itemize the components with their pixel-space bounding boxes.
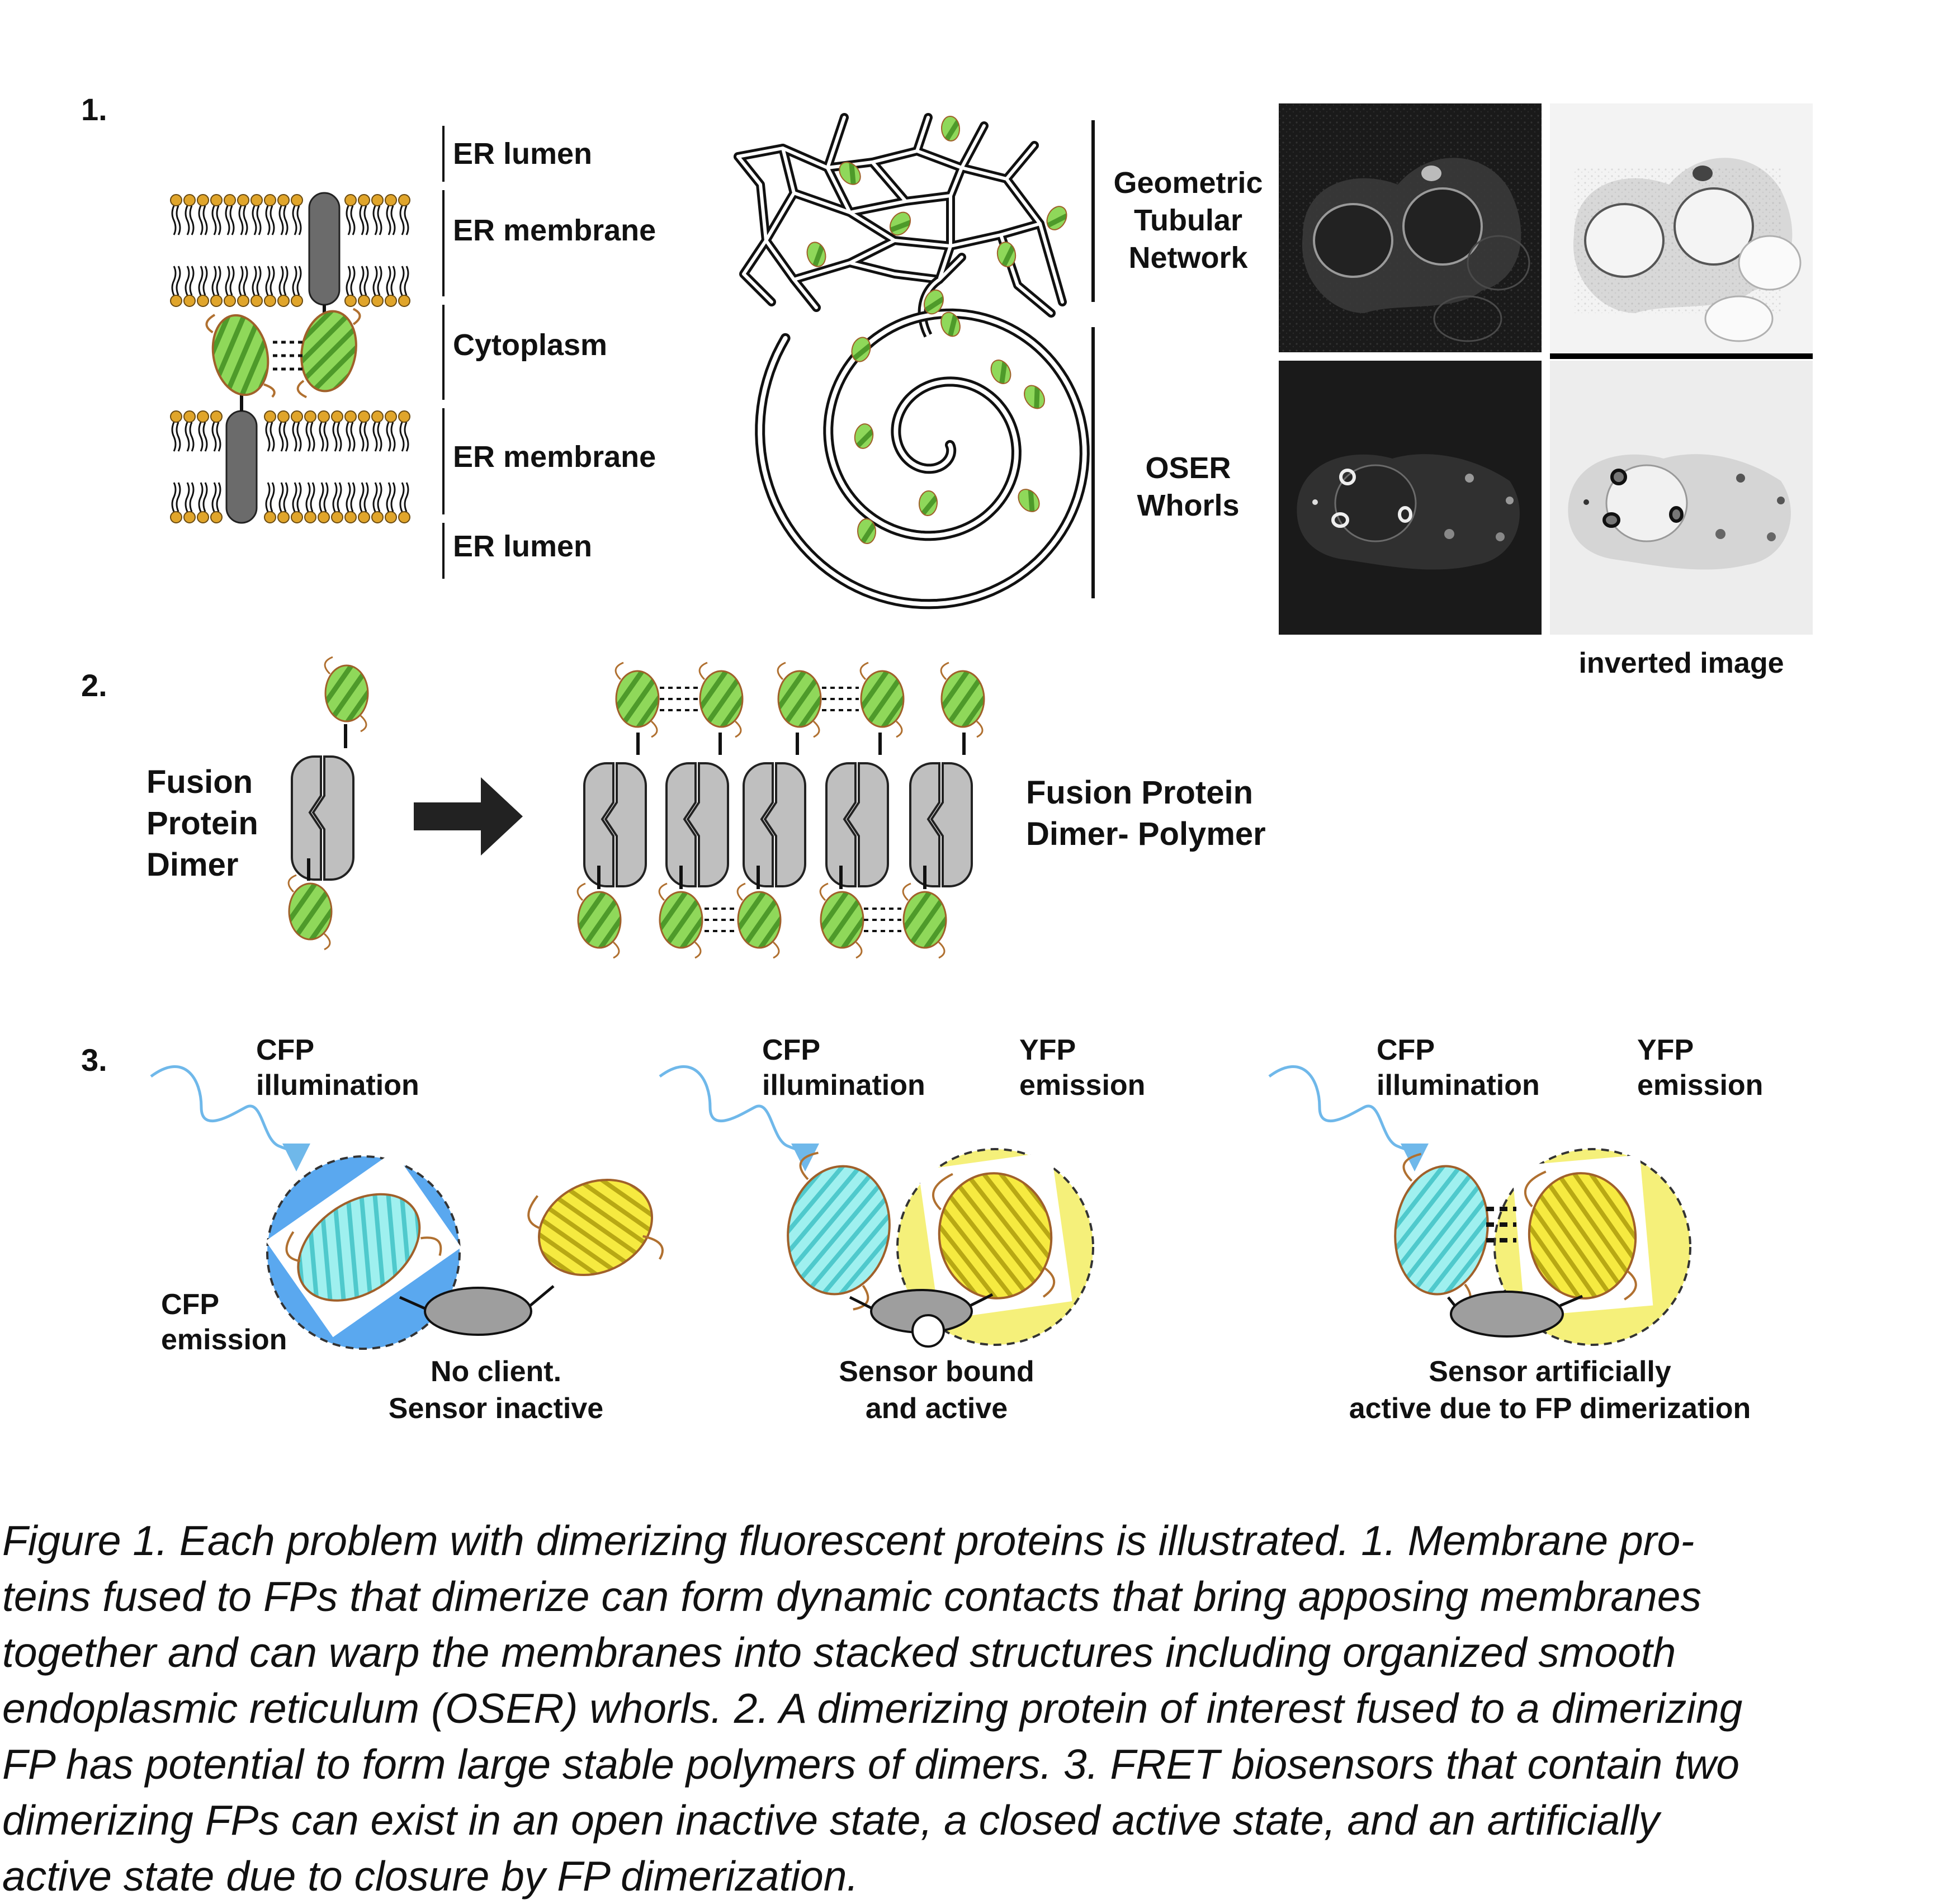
state1-caption-line-1: No client. — [431, 1355, 561, 1388]
state1-yfp-protein — [527, 1178, 664, 1277]
polymer-label-line-1: Fusion Protein — [1026, 774, 1253, 811]
state1-illumination-line-2: illumination — [256, 1069, 419, 1102]
state3-caption-line-2: active due to FP dimerization — [1349, 1392, 1751, 1425]
caption-line: teins fused to FPs that dimerize can for… — [2, 1573, 1701, 1620]
caption-line: active state due to closure by FP dimeri… — [2, 1853, 859, 1900]
polymerization-arrow — [414, 777, 523, 856]
transmembrane-domain-top — [308, 192, 341, 306]
caption-line: Figure 1. Each problem with dimerizing f… — [2, 1517, 1695, 1564]
micrograph-network-inverted — [1550, 103, 1813, 352]
network-label-line-2: Tubular — [1134, 204, 1242, 237]
state2-bound-client — [911, 1314, 945, 1348]
state3-emission-line-2: emission — [1637, 1069, 1763, 1102]
dimer-label-line-3: Dimer — [146, 847, 238, 883]
panel-3-number: 3. — [81, 1042, 107, 1078]
er-membrane-bilayer-bottom — [170, 410, 410, 523]
network-label-line-1: Geometric — [1113, 166, 1263, 200]
geometric-tubular-network-inner — [736, 116, 1064, 315]
figure-diagram: 1. ER lumen ER membrane Cytoplasm ER mem… — [81, 92, 1813, 1425]
layer-label-er-lumen-bottom: ER lumen — [453, 530, 592, 563]
dimer-label-line-2: Protein — [146, 805, 258, 842]
dimer-label-line-1: Fusion — [146, 764, 253, 800]
polymer-label-line-2: Dimer- Polymer — [1026, 816, 1266, 852]
state3-illumination-line-1: CFP — [1377, 1034, 1435, 1066]
state2-yfp-protein — [918, 1151, 1072, 1320]
state1-emission-line-2: emission — [161, 1324, 287, 1356]
fp-green-cytoplasm-left — [205, 314, 276, 398]
oser-whorl-spiral — [755, 308, 1090, 610]
caption-line: FP has potential to form large stable po… — [2, 1741, 1739, 1788]
state1-illumination-line-1: CFP — [256, 1034, 314, 1066]
state3-sensor-domain — [1450, 1291, 1564, 1338]
state2-illumination-line-1: CFP — [762, 1034, 820, 1066]
state3-cfp-protein — [1394, 1152, 1489, 1310]
inverted-image-label: inverted image — [1578, 647, 1784, 679]
state2-caption-line-2: and active — [866, 1392, 1008, 1425]
panel-1-number: 1. — [81, 92, 107, 127]
state1-sensor-domain — [424, 1287, 532, 1336]
layer-label-er-membrane-bottom: ER membrane — [453, 440, 656, 474]
state3-illumination-line-2: illumination — [1377, 1069, 1540, 1102]
layer-label-cytoplasm: Cytoplasm — [453, 328, 607, 362]
micrograph-whorl-inverted — [1550, 361, 1813, 635]
whorl-label-line-2: Whorls — [1137, 489, 1240, 522]
caption-line: together and can warp the membranes into… — [2, 1629, 1676, 1676]
state1-illumination-wave — [150, 1065, 310, 1171]
fusion-protein-polymer — [576, 662, 985, 959]
fusion-protein-dimer — [287, 656, 369, 951]
fp-dimer-interface-lines — [273, 341, 305, 371]
er-membrane-bilayer-top — [170, 194, 410, 307]
state1-emission-line-1: CFP — [161, 1288, 219, 1321]
state3-fp-dimer-interface — [1486, 1207, 1516, 1242]
layer-label-er-membrane-top: ER membrane — [453, 214, 656, 247]
whorl-label-line-1: OSER — [1145, 451, 1231, 485]
caption-line: dimerizing FPs can exist in an open inac… — [2, 1797, 1660, 1844]
fp-green-cytoplasm-right — [296, 308, 361, 399]
network-fp-markers — [806, 116, 1067, 544]
state3-emission-line-1: YFP — [1637, 1034, 1694, 1066]
panel-2-number: 2. — [81, 668, 107, 703]
micrograph-network-fluorescence — [1279, 103, 1542, 352]
state3-caption-line-1: Sensor artificially — [1429, 1355, 1671, 1388]
transmembrane-domain-bottom — [225, 410, 258, 524]
state2-cfp-protein — [787, 1151, 891, 1311]
state2-emission-line-2: emission — [1019, 1069, 1145, 1102]
network-label-line-3: Network — [1128, 241, 1248, 275]
state1-caption-line-2: Sensor inactive — [389, 1392, 603, 1425]
state2-illumination-line-2: illumination — [762, 1069, 925, 1102]
micrograph-whorl-fluorescence — [1279, 361, 1542, 635]
state2-illumination-wave — [659, 1065, 819, 1171]
caption-line: endoplasmic reticulum (OSER) whorls. 2. … — [2, 1685, 1743, 1732]
state1-cfp-protein — [266, 1151, 461, 1338]
state2-emission-line-1: YFP — [1019, 1034, 1076, 1066]
figure-caption: Figure 1. Each problem with dimerizing f… — [2, 1513, 1937, 1904]
layer-label-er-lumen-top: ER lumen — [453, 137, 592, 171]
state3-yfp-protein — [1511, 1155, 1653, 1317]
state3-illumination-wave — [1268, 1065, 1429, 1171]
micrograph-separator-line — [1550, 353, 1813, 359]
state2-caption-line-1: Sensor bound — [839, 1355, 1034, 1388]
